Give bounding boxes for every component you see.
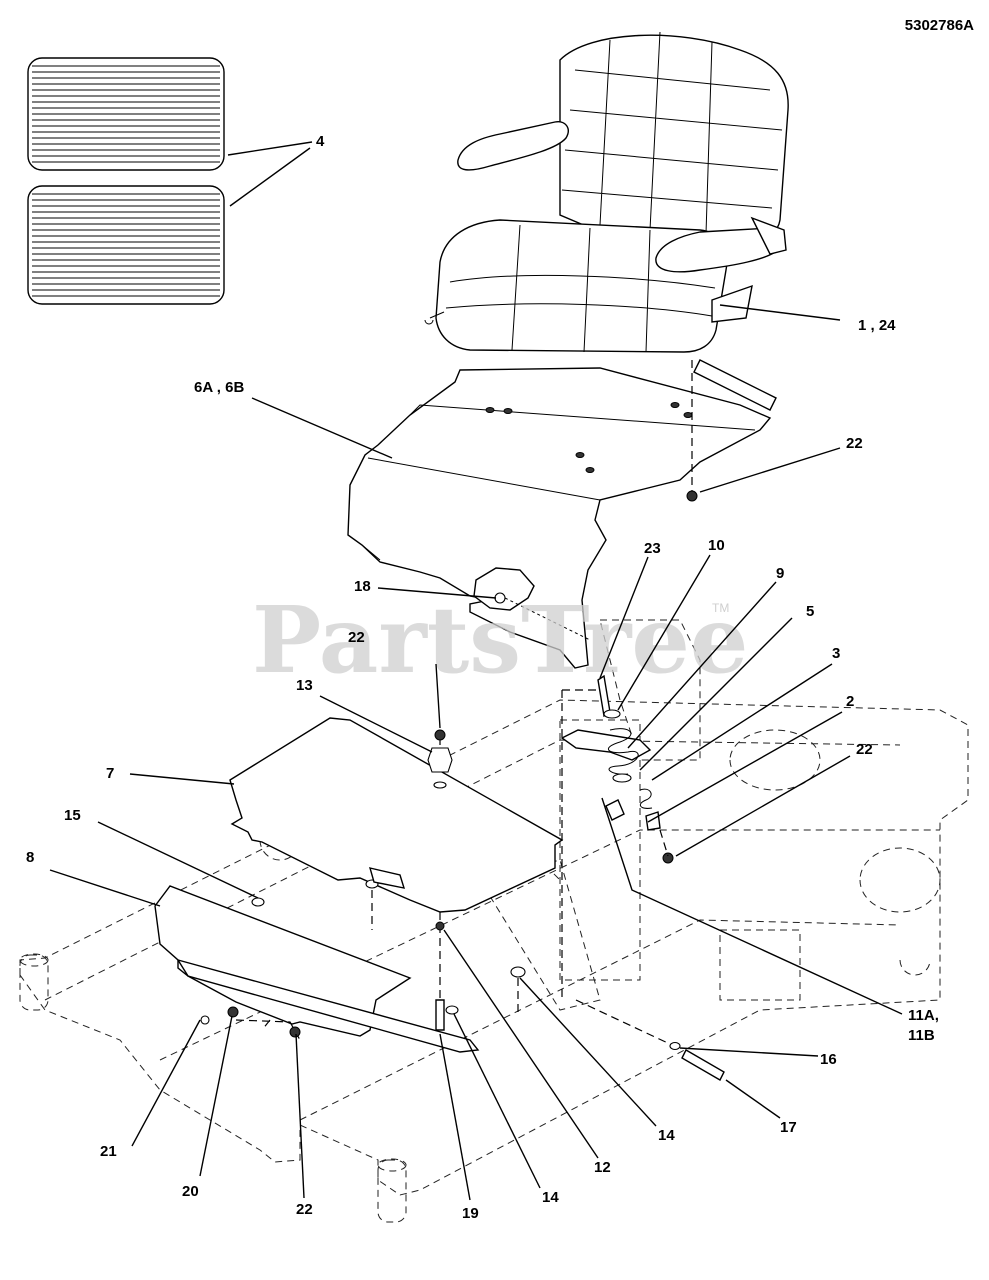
callout-22-cover: 22	[296, 1201, 313, 1218]
decal-top	[27, 57, 225, 171]
callout-14-left: 14	[542, 1189, 559, 1206]
callout-5: 5	[806, 603, 814, 620]
callout-8: 8	[26, 849, 34, 866]
leader-lines	[49, 141, 903, 1201]
spring-assembly	[560, 674, 674, 1000]
callout-12: 12	[594, 1159, 611, 1176]
callout-11a: 11A,	[908, 1007, 939, 1024]
callout-17: 17	[780, 1119, 797, 1136]
callout-19: 19	[462, 1205, 479, 1222]
callout-4: 4	[316, 133, 325, 150]
callout-16: 16	[820, 1051, 837, 1068]
nut-22-seat	[686, 360, 698, 502]
callout-22-spring: 22	[856, 741, 873, 758]
callout-20: 20	[182, 1183, 199, 1200]
callout-22-plate: 22	[348, 629, 365, 646]
callout-2: 2	[846, 693, 854, 710]
callout-11b: 11B	[908, 1027, 935, 1044]
callout-3: 3	[832, 645, 840, 662]
callout-23: 23	[644, 540, 661, 557]
callout-9: 9	[776, 565, 784, 582]
watermark-tm: TM	[712, 601, 729, 615]
bracket-hardware	[251, 867, 526, 1031]
lower-cover	[154, 885, 480, 1053]
callout-15: 15	[64, 807, 81, 824]
seat-assembly	[424, 31, 789, 411]
callout-14-right: 14	[658, 1127, 675, 1144]
callout-6a-6b: 6A , 6B	[194, 379, 244, 396]
document-number: 5302786A	[905, 17, 974, 34]
pin-16-17	[575, 999, 725, 1081]
callout-22-seat: 22	[846, 435, 863, 452]
callout-1-24: 1 , 24	[858, 317, 896, 334]
callout-21: 21	[100, 1143, 117, 1160]
callout-10: 10	[708, 537, 725, 554]
callout-13: 13	[296, 677, 313, 694]
callout-7: 7	[106, 765, 114, 782]
callouts: 4 1 , 24 6A , 6B 22 23 10 9 5 18 3 22 2 …	[26, 133, 939, 1222]
decal-bottom	[27, 185, 225, 305]
seat-pan	[347, 367, 772, 669]
control-plate	[229, 717, 564, 913]
watermark: PartsTree	[252, 586, 748, 694]
callout-18: 18	[354, 578, 371, 595]
